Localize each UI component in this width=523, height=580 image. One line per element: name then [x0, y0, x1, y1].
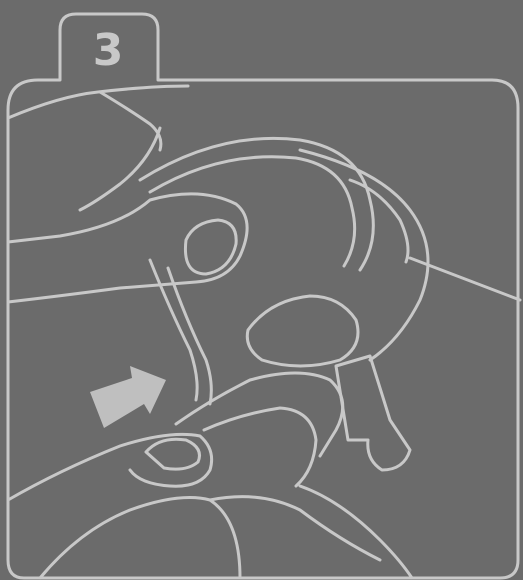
push-arrow-icon — [90, 366, 166, 428]
step-number: 3 — [58, 22, 158, 78]
lower-palm — [300, 486, 412, 578]
lower-hand — [40, 498, 240, 578]
thumbnail — [185, 220, 236, 274]
lower-thumb — [8, 434, 212, 500]
upper-knuckle — [100, 92, 161, 150]
lower-hand-2 — [210, 497, 380, 560]
upper-finger-curve — [80, 128, 160, 210]
lower-thumbnail — [146, 439, 200, 469]
cable-left-2 — [168, 268, 211, 404]
earpiece-tip — [336, 356, 410, 470]
cable-inner — [150, 157, 355, 266]
upper-thumb-outline — [8, 194, 247, 302]
upper-hand-sleeve — [8, 86, 188, 118]
lower-finger-2 — [204, 408, 316, 486]
step-frame — [8, 14, 518, 578]
earpiece-body — [247, 296, 358, 366]
lower-finger-1 — [176, 373, 343, 456]
ear-top — [350, 180, 408, 262]
